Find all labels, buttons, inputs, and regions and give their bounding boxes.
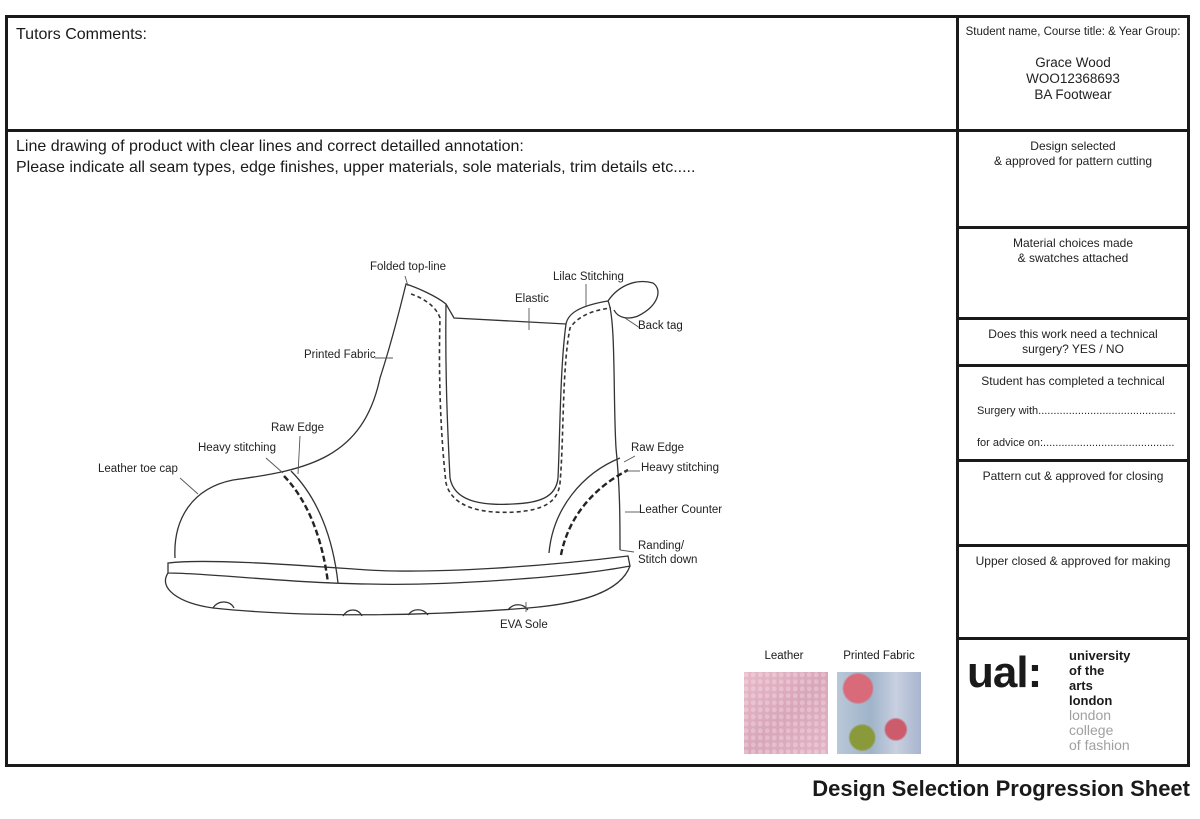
approval-column: Student name, Course title: & Year Group… xyxy=(959,18,1187,764)
tutors-comments-title: Tutors Comments: xyxy=(16,26,147,43)
student-name: Grace Wood xyxy=(1035,55,1111,70)
student-id: WOO12368693 xyxy=(1026,71,1120,86)
upper-closed-cell: Upper closed & approved for making xyxy=(959,547,1187,640)
logo-line4: london college xyxy=(1069,707,1114,738)
annotation-eva-sole: EVA Sole xyxy=(500,619,548,631)
printed-fabric-swatch xyxy=(837,672,921,754)
design-selected-line2: & approved for pattern cutting xyxy=(993,154,1153,168)
annotation-heavy-stitching-front: Heavy stitching xyxy=(198,442,276,454)
swatch-label-printed-fabric: Printed Fabric xyxy=(843,650,915,662)
annotation-heavy-stitching-back: Heavy stitching xyxy=(641,462,719,474)
design-selected-cell: Design selected & approved for pattern c… xyxy=(959,132,1187,229)
design-selected-label: Design selected & approved for pattern c… xyxy=(959,132,1187,169)
technical-surgery-completed-cell: Student has completed a technical Surger… xyxy=(959,367,1187,462)
annotation-randing-line2: Stitch down xyxy=(638,554,698,566)
boot-line-drawing xyxy=(164,275,659,617)
ual-logo-wordmark: university of the arts london london col… xyxy=(1069,648,1130,753)
annotation-back-tag: Back tag xyxy=(638,320,683,332)
logo-line2: of the arts xyxy=(1069,663,1105,693)
annotation-randing-line1: Randing/ xyxy=(638,540,685,552)
annotation-lilac-stitching: Lilac Stitching xyxy=(553,271,624,283)
divider xyxy=(8,129,956,132)
annotation-folded-topline: Folded top-line xyxy=(370,261,447,273)
drawing-instructions: Line drawing of product with clear lines… xyxy=(16,136,695,178)
progression-sheet: Tutors Comments: Line drawing of product… xyxy=(5,15,1190,767)
column-divider xyxy=(956,18,959,764)
technical-question-line2: surgery? YES / NO xyxy=(1022,342,1124,356)
swatch-label-leather: Leather xyxy=(764,650,804,662)
annotation-printed-fabric: Printed Fabric xyxy=(304,349,376,361)
design-selected-line1: Design selected xyxy=(1030,139,1116,153)
annotation-leather-counter: Leather Counter xyxy=(639,504,723,516)
sheet-title: Design Selection Progression Sheet xyxy=(812,776,1190,801)
technical-completed-title: Student has completed a technical xyxy=(981,374,1165,388)
drawing-instructions-line2: Please indicate all seam types, edge fin… xyxy=(16,159,696,176)
pattern-cut-label: Pattern cut & approved for closing xyxy=(982,469,1164,483)
student-info-cell: Student name, Course title: & Year Group… xyxy=(959,18,1187,132)
material-choices-cell: Material choices made & swatches attache… xyxy=(959,229,1187,320)
logo-line1: university xyxy=(1069,648,1131,663)
student-info-header: Student name, Course title: & Year Group… xyxy=(965,26,1181,38)
material-choices-line2: & swatches attached xyxy=(1017,251,1129,265)
student-details: Grace Wood WOO12368693 BA Footwear xyxy=(959,55,1187,103)
surgery-with-field: Surgery with............................… xyxy=(977,405,1176,417)
annotation-randing: Randing/ Stitch down xyxy=(638,539,697,567)
material-choices-label: Material choices made & swatches attache… xyxy=(959,229,1187,266)
drawing-instructions-line1: Line drawing of product with clear lines… xyxy=(16,138,524,155)
annotation-leather-toe-cap: Leather toe cap xyxy=(98,463,178,475)
logo-line3: london xyxy=(1069,693,1113,708)
course-title: BA Footwear xyxy=(1034,87,1112,102)
technical-surgery-question: Does this work need a technical surgery?… xyxy=(959,320,1187,357)
ual-logo-mark: ual: xyxy=(967,648,1042,697)
technical-surgery-question-cell: Does this work need a technical surgery?… xyxy=(959,320,1187,367)
annotation-elastic: Elastic xyxy=(515,293,549,305)
technical-question-line1: Does this work need a technical xyxy=(988,327,1158,341)
annotation-raw-edge-front: Raw Edge xyxy=(271,422,325,434)
pattern-cut-cell: Pattern cut & approved for closing xyxy=(959,462,1187,547)
annotation-raw-edge-back: Raw Edge xyxy=(631,442,685,454)
material-choices-line1: Material choices made xyxy=(1012,236,1134,250)
leather-swatch xyxy=(744,672,828,754)
upper-closed-label: Upper closed & approved for making xyxy=(975,554,1171,568)
advice-on-field: for advice on:..........................… xyxy=(977,437,1175,449)
logo-line5: of fashion xyxy=(1069,737,1130,753)
